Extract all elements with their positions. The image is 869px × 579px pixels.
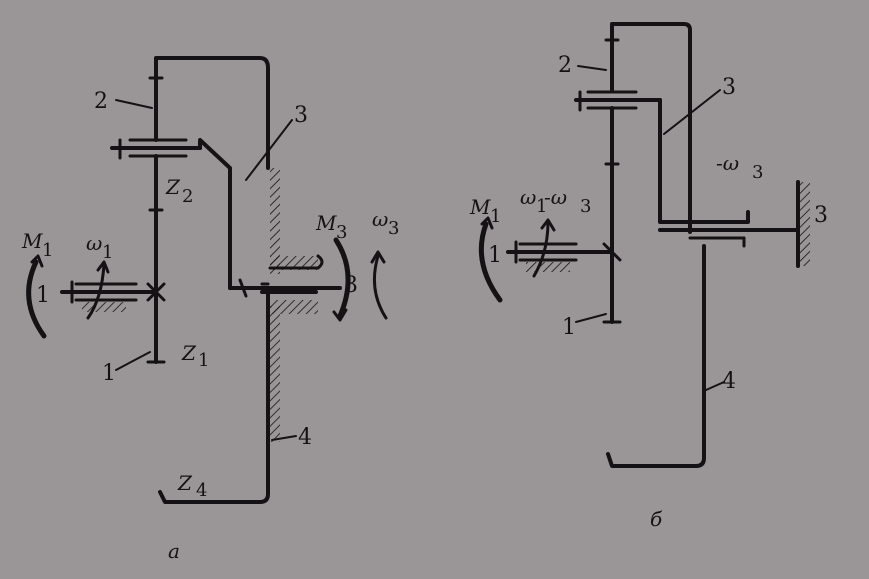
shaft-1-support-b bbox=[526, 262, 570, 272]
label-fixed-3-b: 3 bbox=[814, 203, 828, 228]
moment-1-arrow-b bbox=[478, 221, 503, 303]
caption-b: б bbox=[650, 507, 663, 531]
planet-outer-frame-a bbox=[154, 56, 270, 170]
shaft-1-support-a bbox=[82, 302, 126, 312]
label-omega-rel-b: ω bbox=[520, 185, 536, 209]
moment-1-arrowhead-b bbox=[480, 216, 494, 230]
shaft-1-cross-b bbox=[602, 242, 622, 262]
leader-2-a bbox=[115, 99, 153, 109]
leader-3-a bbox=[245, 119, 293, 181]
label-carrier-3-b: 3 bbox=[722, 75, 736, 100]
label-z1-a: Z bbox=[181, 341, 197, 365]
label-m1-sub-a: 1 bbox=[42, 240, 53, 261]
housing-lower-a bbox=[270, 306, 280, 442]
moment-1-arrow-a bbox=[26, 259, 47, 339]
figure-a: 2 3 Z 2 M 1 ω 1 1 M 3 ω 3 3 1 Z 1 4 Z 4 … bbox=[21, 56, 399, 563]
leader-2-b bbox=[577, 65, 607, 71]
label-z2-a: Z bbox=[165, 175, 181, 199]
caption-a: a bbox=[168, 539, 180, 563]
label-omega-3-sub-a: 3 bbox=[388, 218, 399, 239]
label-z4-sub-a: 4 bbox=[196, 480, 207, 501]
label-carrier-3-a: 3 bbox=[294, 103, 308, 128]
leader-3-b bbox=[663, 89, 721, 135]
housing-upper-a bbox=[270, 168, 280, 274]
ring-gear-4-a bbox=[158, 290, 270, 504]
label-omega-rel-sub2-b: 3 bbox=[580, 196, 591, 217]
planet-outer-frame-b bbox=[610, 22, 692, 234]
label-z2-sub-a: 2 bbox=[182, 186, 193, 207]
fixed-wall-hatch-b bbox=[800, 182, 810, 266]
label-m3-sub-a: 3 bbox=[336, 222, 347, 243]
carrier-arm-b bbox=[658, 98, 750, 224]
bearing-3-lower-a bbox=[270, 300, 318, 314]
label-ring-4-b: 4 bbox=[722, 369, 736, 394]
label-m3-a: M bbox=[315, 211, 337, 235]
leader-1-b bbox=[575, 313, 607, 323]
ring-gear-4-b bbox=[606, 244, 706, 468]
bearing-3-outline-a bbox=[268, 254, 324, 270]
label-gear-1-a: 1 bbox=[102, 361, 116, 386]
omega-3-arrowhead-a bbox=[370, 250, 386, 264]
label-ring-4-a: 4 bbox=[298, 425, 312, 450]
moment-3-arrow-a bbox=[333, 237, 351, 319]
label-z4-a: Z bbox=[177, 471, 193, 495]
shaft-3-tick-a bbox=[238, 278, 248, 298]
label-m1-a: M bbox=[21, 229, 43, 253]
leader-1-a bbox=[115, 351, 151, 371]
label-omega-3-a: ω bbox=[372, 207, 388, 231]
figure-b: 2 3 -ω 3 M 1 ω 1 -ω 3 1 3 1 4 б bbox=[469, 22, 828, 531]
label-omega-rel-mid-b: -ω bbox=[544, 185, 567, 209]
omega-1-arrow-a bbox=[86, 262, 106, 320]
label-m1-b: M bbox=[469, 195, 491, 219]
label-omega-rel-sub1-b: 1 bbox=[536, 196, 547, 217]
label-gear-1-b: 1 bbox=[562, 315, 576, 340]
label-omega-1-sub-a: 1 bbox=[102, 242, 113, 263]
omega-3-arrow-a bbox=[372, 254, 388, 320]
shaft-1-cross2-a bbox=[146, 282, 166, 302]
label-neg-omega-3-b: -ω bbox=[716, 151, 739, 175]
label-shaft-3-a: 3 bbox=[344, 273, 358, 298]
leader-4-b bbox=[705, 381, 725, 391]
label-m1-sub-b: 1 bbox=[490, 206, 501, 227]
label-shaft-1-b: 1 bbox=[488, 243, 502, 268]
moment-1-arrowhead-a bbox=[30, 254, 44, 268]
omega-1-arrowhead-a bbox=[96, 260, 110, 274]
label-neg-omega-3-sub-b: 3 bbox=[752, 162, 763, 183]
label-z1-sub-a: 1 bbox=[198, 350, 209, 371]
leader-4-a bbox=[271, 435, 297, 441]
moment-3-arrowhead-a bbox=[332, 308, 348, 322]
label-gear-2-a: 2 bbox=[94, 89, 108, 114]
label-gear-2-b: 2 bbox=[558, 53, 572, 78]
omega-rel-arrowhead-b bbox=[540, 218, 556, 232]
label-omega-1-a: ω bbox=[86, 231, 102, 255]
label-shaft-1-a: 1 bbox=[36, 283, 50, 308]
omega-rel-arrow-b bbox=[532, 220, 550, 278]
carrier-arm-a bbox=[198, 138, 232, 290]
